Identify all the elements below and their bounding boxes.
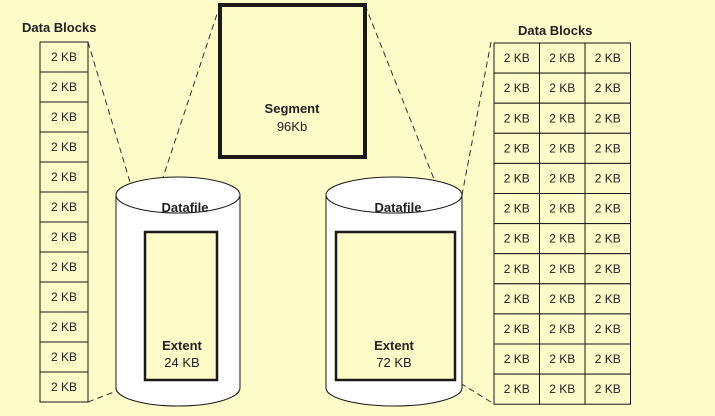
left-blocks-column: 2 KB 2 KB 2 KB 2 KB 2 KB 2 KB 2 KB 2 KB 2 KB 2 KB… [39, 41, 89, 403]
data-block-label: 2 KB [595, 382, 621, 396]
segment-size: 96Kb [277, 119, 307, 134]
data-block-label: 2 KB [595, 292, 621, 306]
data-block-cell [584, 72, 631, 104]
data-block-label: 2 KB [595, 262, 621, 276]
data-block-cell [539, 42, 586, 74]
data-block-label: 2 KB [51, 230, 77, 244]
data-block-label: 2 KB [504, 352, 530, 366]
data-block-label: 2 KB [549, 111, 575, 125]
segment-box: Segment 96Kb [218, 3, 367, 159]
data-block-cell [39, 251, 89, 283]
data-block-label: 2 KB [504, 292, 530, 306]
data-block-cell [539, 343, 586, 375]
data-block-label: 2 KB [51, 290, 77, 304]
data-block-label: 2 KB [595, 171, 621, 185]
data-block-label: 2 KB [549, 232, 575, 246]
data-block-label: 2 KB [549, 292, 575, 306]
data-block-label: 2 KB [51, 110, 77, 124]
data-block-label: 2 KB [504, 81, 530, 95]
data-block-label: 2 KB [51, 380, 77, 394]
data-block-cell [39, 371, 89, 403]
data-block-label: 2 KB [595, 51, 621, 65]
segment-label: Segment [265, 101, 321, 116]
extent-right-size: 72 KB [376, 355, 411, 370]
data-block-label: 2 KB [549, 171, 575, 185]
data-block-cell [584, 132, 631, 164]
datafile-cylinder-left: Datafile Extent 24 KB [115, 176, 241, 407]
extent-left-size: 24 KB [164, 355, 199, 370]
data-block-label: 2 KB [595, 111, 621, 125]
data-block-label: 2 KB [51, 260, 77, 274]
data-block-label: 2 KB [504, 262, 530, 276]
extent-left-label: Extent [162, 338, 202, 353]
data-block-label: 2 KB [595, 352, 621, 366]
datafile-cylinder-right: Datafile Extent 72 KB [325, 176, 463, 407]
data-block-cell [493, 162, 540, 194]
data-block-label: 2 KB [51, 50, 77, 64]
data-block-label: 2 KB [549, 81, 575, 95]
data-block-cell [39, 191, 89, 223]
data-block-cell [584, 373, 631, 405]
data-block-cell [539, 253, 586, 285]
data-block-cell [39, 311, 89, 343]
data-block-cell [584, 42, 631, 74]
data-block-cell [39, 161, 89, 193]
datafile-right-label: Datafile [375, 200, 422, 215]
data-block-label: 2 KB [549, 322, 575, 336]
data-block-cell [493, 283, 540, 315]
left-blocks-title: Data Blocks [22, 20, 96, 35]
data-block-label: 2 KB [595, 232, 621, 246]
data-block-label: 2 KB [549, 202, 575, 216]
right-blocks-grid: 2 KB 2 KB 2 KB 2 KB 2 KB 2 KB 2 KB 2 KB 2 KB 2 KB… [493, 42, 631, 405]
data-block-label: 2 KB [51, 80, 77, 94]
data-block-cell [584, 223, 631, 255]
data-block-cell [493, 102, 540, 134]
data-block-label: 2 KB [51, 140, 77, 154]
data-block-label: 2 KB [595, 202, 621, 216]
data-block-label: 2 KB [595, 322, 621, 336]
data-block-cell [493, 132, 540, 164]
data-block-label: 2 KB [51, 170, 77, 184]
data-block-label: 2 KB [549, 352, 575, 366]
data-block-cell [539, 162, 586, 194]
datafile-left-label: Datafile [162, 200, 209, 215]
data-block-label: 2 KB [595, 81, 621, 95]
data-block-cell [39, 41, 89, 73]
data-block-label: 2 KB [549, 141, 575, 155]
data-block-label: 2 KB [595, 141, 621, 155]
data-block-cell [584, 162, 631, 194]
data-block-cell [539, 313, 586, 345]
data-block-label: 2 KB [549, 262, 575, 276]
data-block-cell [493, 193, 540, 225]
data-block-label: 2 KB [51, 320, 77, 334]
data-block-cell [39, 281, 89, 313]
data-block-label: 2 KB [51, 200, 77, 214]
data-block-cell [539, 373, 586, 405]
data-block-label: 2 KB [504, 382, 530, 396]
data-block-label: 2 KB [504, 141, 530, 155]
data-block-cell [39, 341, 89, 373]
data-block-label: 2 KB [549, 51, 575, 65]
data-block-cell [39, 101, 89, 133]
data-block-label: 2 KB [504, 171, 530, 185]
data-block-cell [39, 131, 89, 163]
data-block-cell [39, 221, 89, 253]
extent-right-label: Extent [374, 338, 414, 353]
data-block-cell [584, 343, 631, 375]
right-blocks-title: Data Blocks [518, 23, 592, 38]
data-block-label: 2 KB [504, 111, 530, 125]
data-block-label: 2 KB [504, 322, 530, 336]
data-block-label: 2 KB [504, 232, 530, 246]
data-block-label: 2 KB [549, 382, 575, 396]
data-block-label: 2 KB [504, 202, 530, 216]
data-block-label: 2 KB [51, 350, 77, 364]
data-block-label: 2 KB [504, 51, 530, 65]
